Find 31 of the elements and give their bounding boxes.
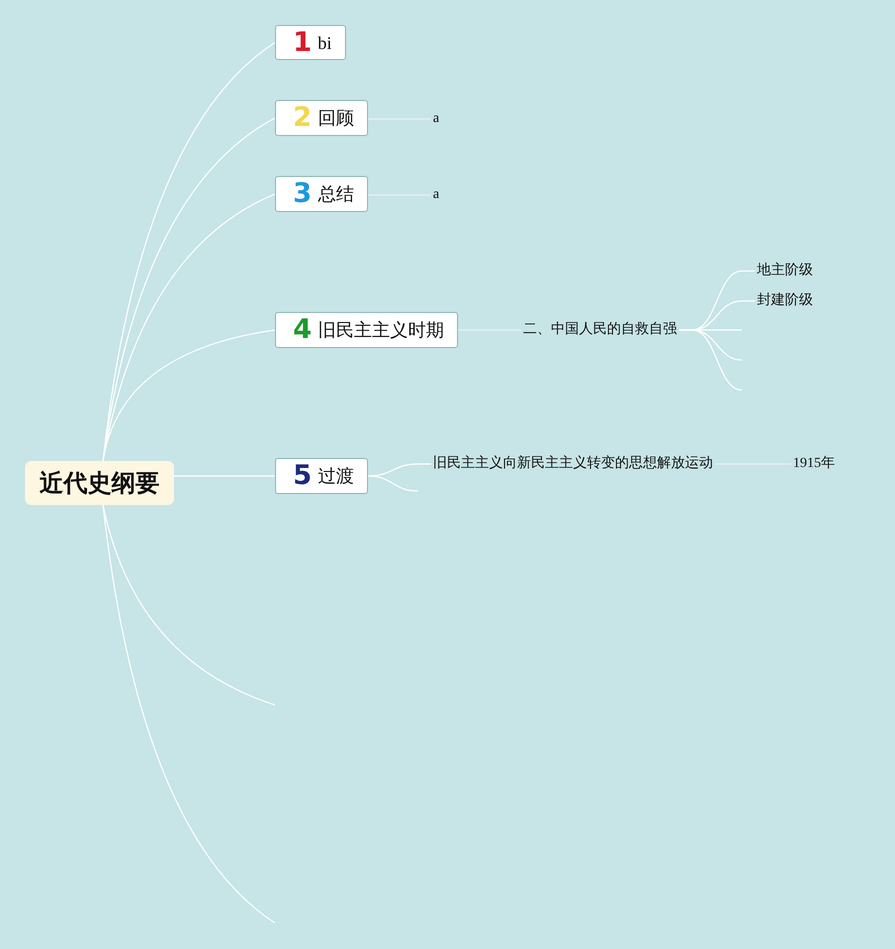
priority-number: 1 — [293, 28, 312, 58]
branch-line — [102, 504, 276, 924]
subtopic-text: 1915年 — [791, 455, 837, 473]
topic-box — [275, 100, 368, 136]
topic-label: 旧民主主义时期 — [318, 319, 444, 341]
priority-number: 2 — [293, 103, 312, 133]
topic-box — [275, 312, 458, 348]
topic-label: bi — [318, 32, 332, 54]
topic-box — [275, 176, 368, 212]
subtopic-text: 封建阶级 — [755, 292, 815, 310]
priority-number: 4 — [293, 315, 312, 345]
branch-line — [102, 42, 276, 462]
topic-label: 回顾 — [318, 107, 354, 129]
subtopic-text: a — [431, 186, 442, 204]
branch-line — [174, 475, 275, 477]
priority-number: 5 — [293, 461, 312, 491]
priority-number: 3 — [293, 179, 312, 209]
branch-line — [102, 504, 276, 706]
branch-line — [368, 475, 418, 492]
topic-label: 总结 — [318, 183, 354, 205]
branch-line — [679, 329, 742, 391]
branch-line — [102, 329, 276, 462]
subtopic-text: 旧民主主义向新民主主义转变的思想解放运动 — [431, 455, 715, 473]
topic-label: 过渡 — [318, 465, 354, 487]
topic-box — [275, 25, 346, 60]
subtopic-text: 二、中国人民的自救自强 — [521, 321, 679, 339]
topic-box — [275, 458, 368, 494]
central-topic: 近代史纲要 — [25, 461, 174, 505]
subtopic-text: 地主阶级 — [755, 262, 815, 280]
subtopic-text: a — [431, 110, 442, 128]
branch-line — [102, 117, 276, 462]
